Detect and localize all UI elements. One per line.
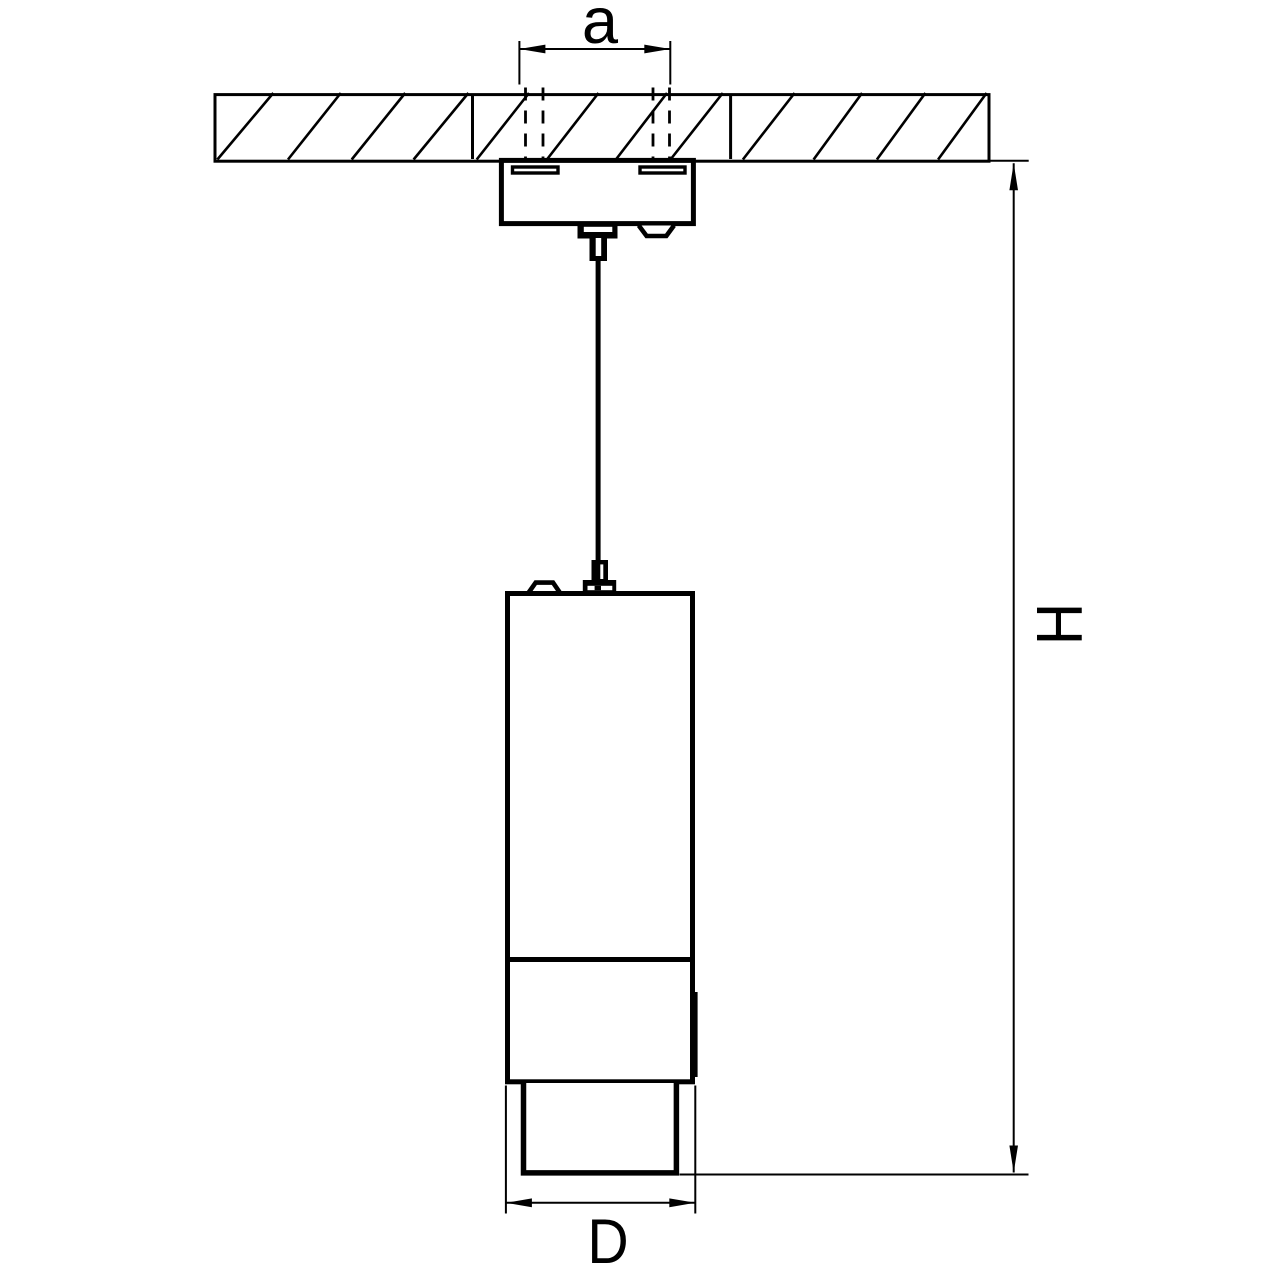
svg-text:a: a — [582, 0, 619, 57]
svg-text:D: D — [587, 1205, 628, 1276]
svg-text:H: H — [1024, 603, 1097, 645]
